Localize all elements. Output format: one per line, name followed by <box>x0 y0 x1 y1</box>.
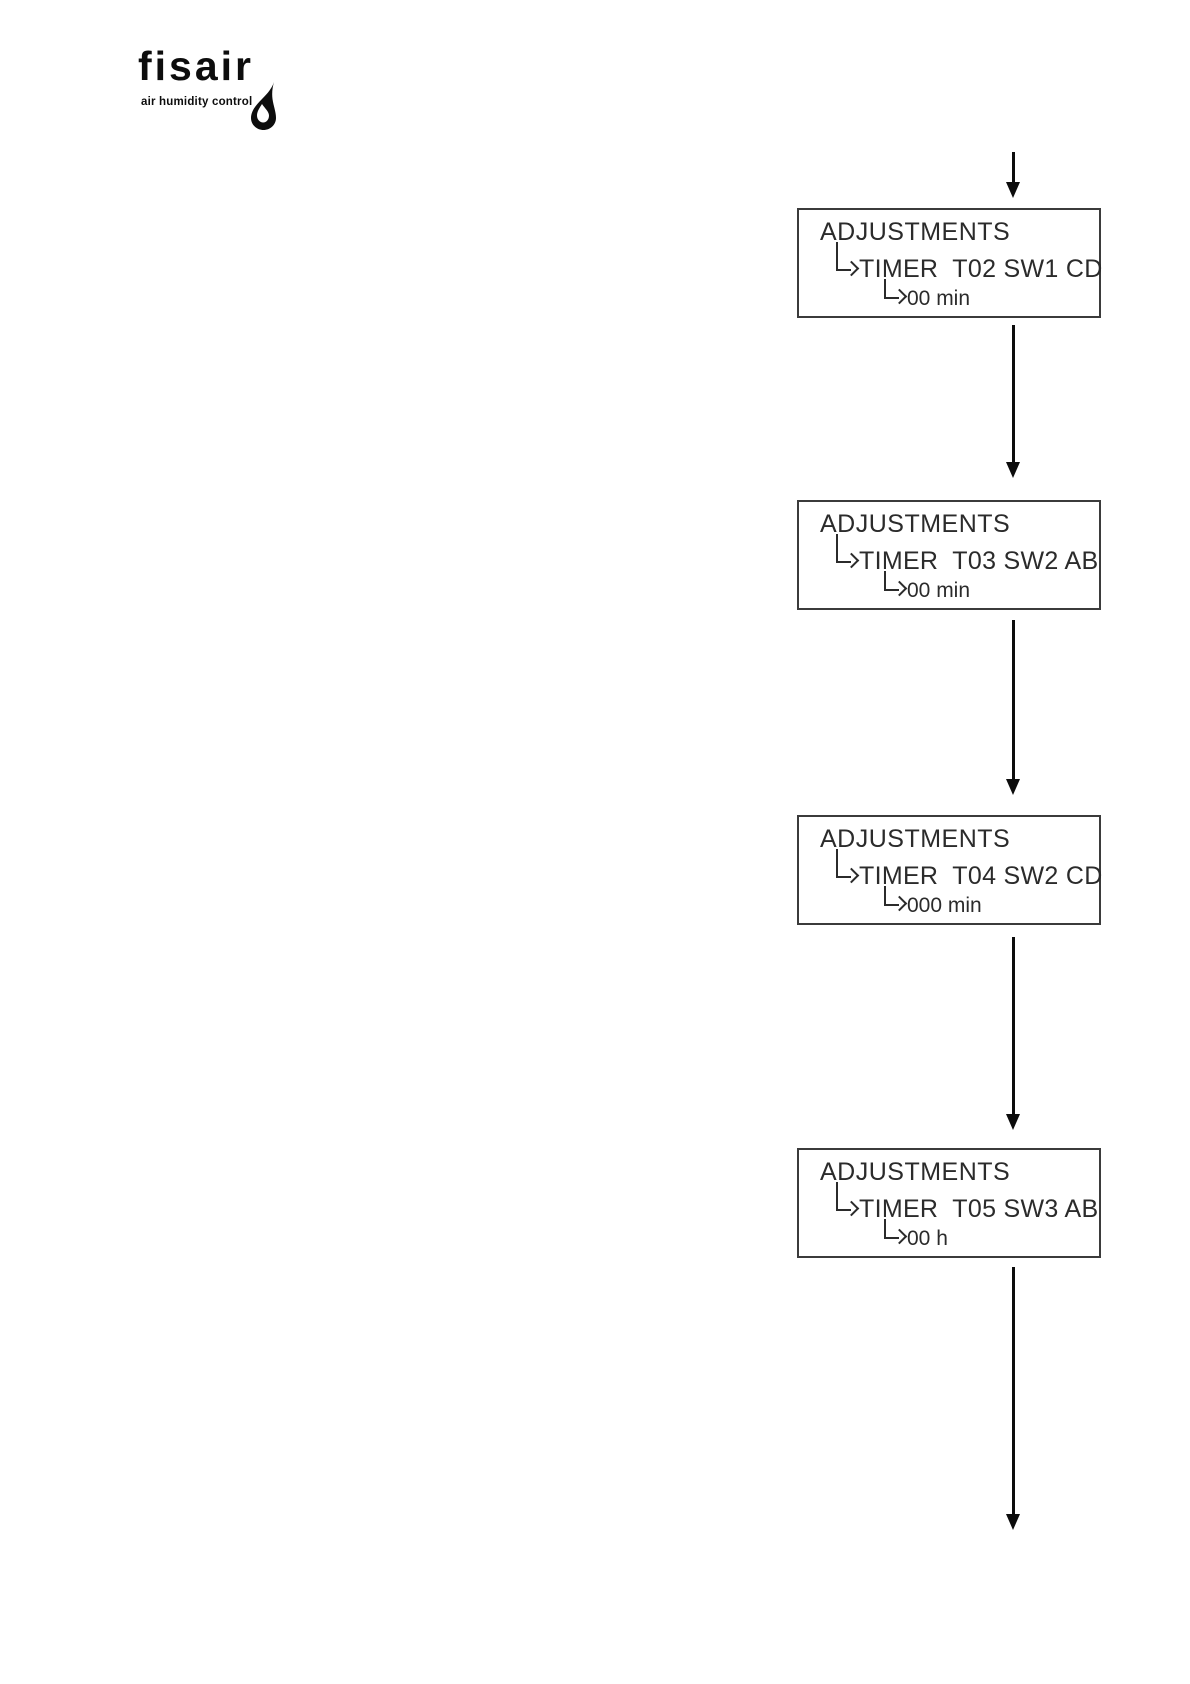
timer-value: 00 h <box>907 1227 948 1250</box>
timer-label: TIMER T02 SW1 CD <box>859 255 1103 283</box>
menu-title: ADJUSTMENTS <box>820 218 1011 246</box>
flow-arrow-head <box>1006 1514 1020 1530</box>
timer-value: 00 min <box>907 287 971 310</box>
lcd-screen-box-timer-t04: ADJUSTMENTS TIMER T04 SW2 CD 000 min <box>797 815 1103 925</box>
timer-label: TIMER T05 SW3 AB <box>859 1195 1099 1223</box>
timer-label: TIMER T04 SW2 CD <box>859 862 1103 890</box>
lcd-screen-box-timer-t03: ADJUSTMENTS TIMER T03 SW2 AB 00 min <box>797 500 1101 610</box>
flow-arrow-head <box>1006 779 1020 795</box>
timer-label: TIMER T03 SW2 AB <box>859 547 1099 575</box>
submenu-connector-icon <box>884 886 899 906</box>
lcd-screen-box-timer-t05: ADJUSTMENTS TIMER T05 SW3 AB 00 h <box>797 1148 1101 1258</box>
timer-value: 000 min <box>907 894 982 917</box>
flow-arrow-line <box>1012 325 1015 462</box>
flow-arrow-line <box>1012 152 1015 182</box>
flow-arrow-head <box>1006 182 1020 198</box>
flow-arrow-line <box>1012 937 1015 1114</box>
lcd-screen-box-timer-t02: ADJUSTMENTS TIMER T02 SW1 CD 00 min <box>797 208 1103 318</box>
timer-value: 00 min <box>907 579 971 602</box>
submenu-connector-icon <box>836 242 851 271</box>
flow-arrow-line <box>1012 620 1015 779</box>
water-drop-icon <box>251 82 276 130</box>
submenu-connector-icon <box>836 849 851 878</box>
submenu-connector-icon <box>884 279 899 299</box>
flow-arrow-line <box>1012 1267 1015 1514</box>
submenu-connector-icon <box>884 571 899 591</box>
menu-title: ADJUSTMENTS <box>820 510 1011 538</box>
submenu-connector-icon <box>884 1219 899 1239</box>
flow-arrow-head <box>1006 462 1020 478</box>
menu-title: ADJUSTMENTS <box>820 825 1011 853</box>
menu-title: ADJUSTMENTS <box>820 1158 1011 1186</box>
logo-tagline: air humidity control <box>141 96 253 108</box>
submenu-connector-icon <box>836 1182 851 1211</box>
fisair-logo-text: fisair <box>138 43 254 89</box>
submenu-connector-icon <box>836 534 851 563</box>
flow-arrow-head <box>1006 1114 1020 1130</box>
